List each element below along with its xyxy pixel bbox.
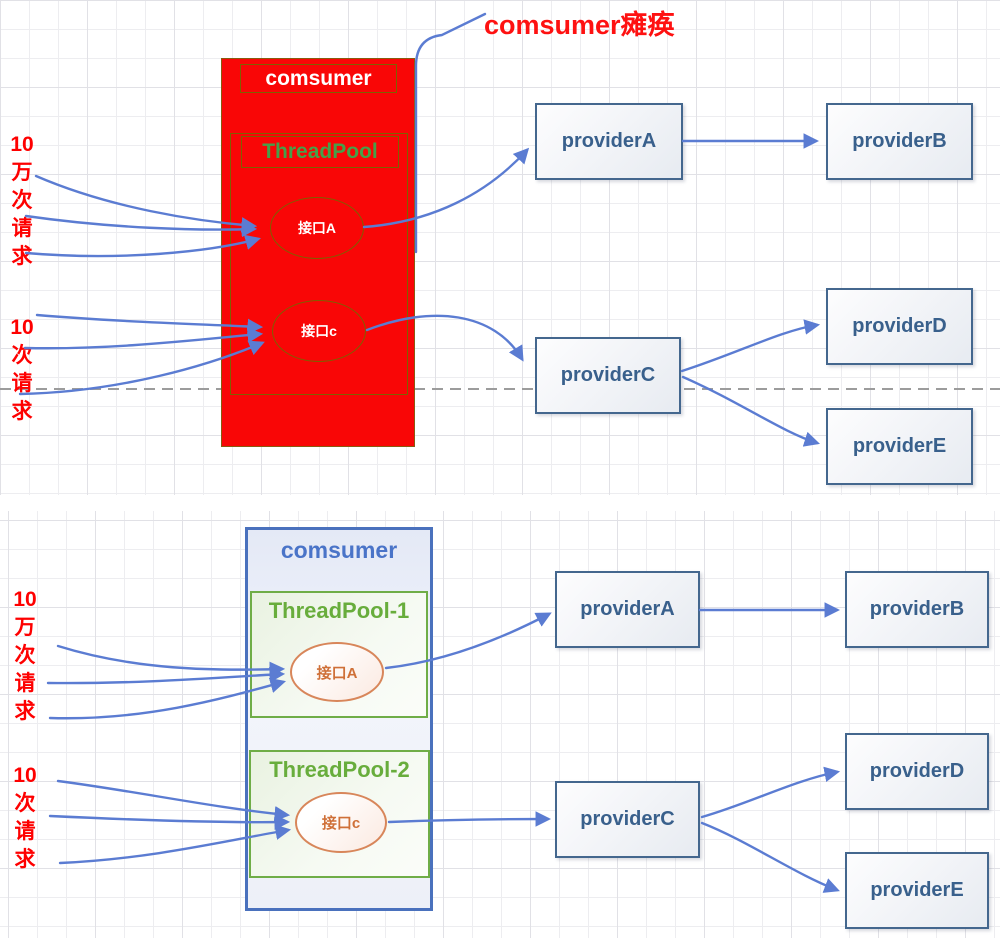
provider-c-box-top: providerC — [535, 337, 681, 414]
threadpool-title-box-top: ThreadPool — [241, 136, 399, 168]
label-100k-requests-bottom: 10 万 次 请 求 — [13, 588, 37, 723]
provider-e-label-top: providerE — [852, 435, 947, 457]
provider-b-label-top: providerB — [852, 130, 947, 152]
provider-b-label-bottom: providerB — [869, 598, 965, 620]
consumer-paralyzed-title: comsumer瘫痪 — [484, 10, 675, 40]
consumer-label-top: comsumer — [265, 66, 372, 90]
interface-c-ellipse-bottom: 接口c — [295, 792, 387, 853]
threadpool1-label: ThreadPool-1 — [268, 598, 410, 623]
consumer-label-bottom: comsumer — [280, 537, 398, 563]
interface-a-label-bottom: 接口A — [316, 664, 358, 682]
label-10-requests-top: 10 次 请 求 — [10, 316, 34, 423]
provider-a-label-top: providerA — [561, 130, 657, 152]
provider-d-box-bottom: providerD — [845, 733, 989, 810]
provider-a-box-bottom: providerA — [555, 571, 700, 648]
consumer-title-box-top: comsumer — [240, 64, 397, 93]
provider-d-label-top: providerD — [852, 315, 947, 337]
provider-b-box-top: providerB — [826, 103, 973, 180]
interface-c-label-bottom: 接口c — [321, 815, 361, 832]
interface-c-ellipse-top: 接口c — [272, 300, 366, 362]
provider-e-box-top: providerE — [826, 408, 973, 485]
interface-a-ellipse-top: 接口A — [270, 197, 364, 259]
provider-c-label-top: providerC — [560, 364, 656, 386]
threadpool2-label: ThreadPool-2 — [269, 757, 410, 782]
provider-e-label-bottom: providerE — [870, 879, 964, 901]
provider-d-label-bottom: providerD — [869, 760, 965, 782]
interface-a-ellipse-bottom: 接口A — [290, 642, 384, 702]
interface-c-label-top: 接口c — [301, 323, 337, 339]
label-10-requests-bottom: 10 次 请 求 — [13, 764, 37, 871]
provider-a-box-top: providerA — [535, 103, 683, 180]
provider-e-box-bottom: providerE — [845, 852, 989, 929]
provider-c-box-bottom: providerC — [555, 781, 700, 858]
threadpool-label-top: ThreadPool — [262, 140, 378, 163]
threadpool-container-top — [230, 133, 408, 395]
provider-a-label-bottom: providerA — [580, 598, 675, 620]
provider-c-label-bottom: providerC — [580, 808, 675, 830]
provider-b-box-bottom: providerB — [845, 571, 989, 648]
provider-d-box-top: providerD — [826, 288, 973, 365]
label-100k-requests-top: 10 万 次 请 求 — [10, 133, 34, 268]
interface-a-label-top: 接口A — [297, 220, 337, 236]
